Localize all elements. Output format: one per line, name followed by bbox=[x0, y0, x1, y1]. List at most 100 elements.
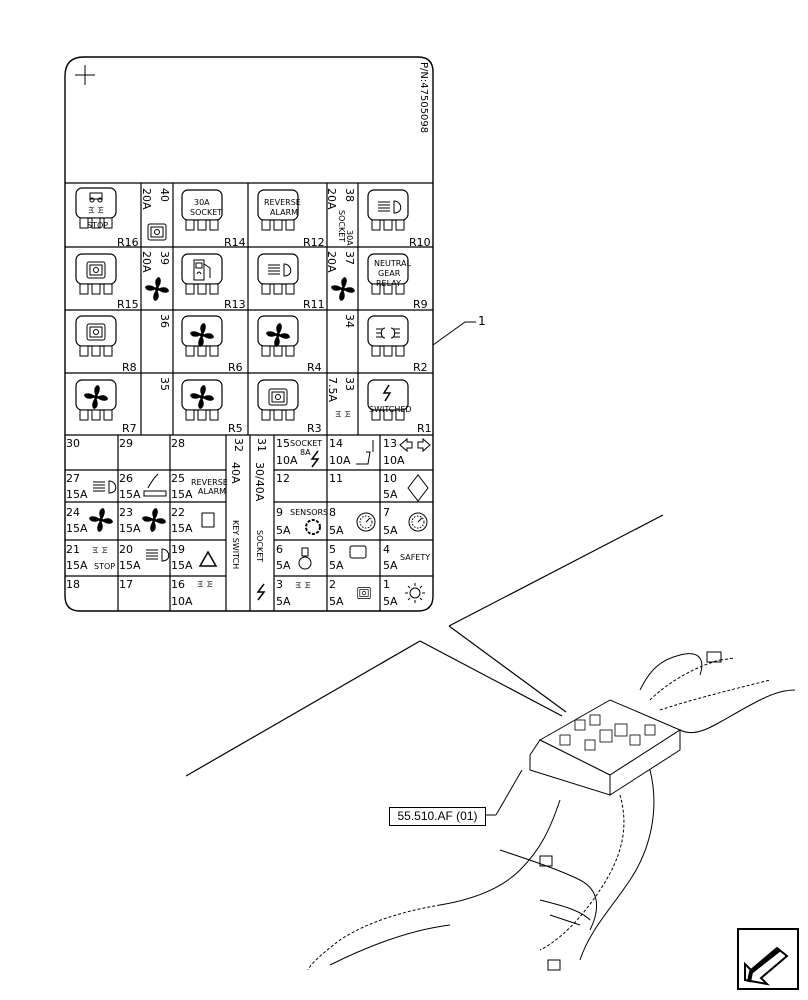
fuse-24: 24 15A bbox=[66, 506, 113, 535]
fuse-38: 38 20A 30A SOCKET bbox=[325, 188, 356, 246]
fuse-35: 35 bbox=[158, 377, 171, 391]
relay-r3: R3 bbox=[257, 379, 322, 435]
reference-link[interactable]: 55.510.AF (01) bbox=[389, 807, 486, 826]
svg-text:ALARM: ALARM bbox=[270, 208, 298, 217]
fuse-14: 14 10A bbox=[329, 437, 374, 467]
svg-text:37: 37 bbox=[343, 251, 356, 265]
svg-text:15A: 15A bbox=[119, 522, 141, 535]
fuse-33: 33 7.5A bbox=[326, 377, 356, 418]
svg-text:R2: R2 bbox=[413, 361, 428, 374]
fuse-1: 1 5A bbox=[383, 578, 425, 608]
svg-text:15A: 15A bbox=[119, 488, 141, 501]
fuse-6: 6 5A bbox=[276, 543, 312, 572]
svg-text:21: 21 bbox=[66, 543, 80, 556]
relay-r2: R2 bbox=[367, 315, 428, 374]
fuse-22: 22 15A bbox=[171, 506, 215, 535]
svg-text:SAFETY: SAFETY bbox=[400, 553, 430, 562]
callout-leader bbox=[432, 321, 476, 346]
fuse-9: 9 SENSORS 5A bbox=[276, 506, 328, 537]
svg-text:SOCKET: SOCKET bbox=[337, 210, 346, 242]
fuse-16: 16 10A bbox=[171, 578, 213, 608]
svg-text:5A: 5A bbox=[276, 559, 291, 572]
svg-text:R1: R1 bbox=[417, 422, 432, 435]
svg-text:8: 8 bbox=[329, 506, 336, 519]
svg-text:R3: R3 bbox=[307, 422, 322, 435]
fuse-23: 23 15A bbox=[119, 506, 166, 535]
svg-text:SOCKET: SOCKET bbox=[190, 208, 222, 217]
svg-text:R4: R4 bbox=[307, 361, 322, 374]
next-page-arrow-icon[interactable] bbox=[737, 928, 799, 990]
svg-text:9: 9 bbox=[276, 506, 283, 519]
svg-text:R6: R6 bbox=[228, 361, 243, 374]
fuse-32: 32 40A KEY SWITCH bbox=[229, 438, 245, 569]
svg-text:40: 40 bbox=[158, 188, 171, 202]
fuse-11: 11 bbox=[329, 472, 343, 485]
label-grid bbox=[65, 182, 433, 611]
svg-text:20A: 20A bbox=[140, 251, 153, 273]
svg-text:27: 27 bbox=[66, 472, 80, 485]
relay-r4: R4 bbox=[257, 315, 322, 374]
svg-text:3: 3 bbox=[276, 578, 283, 591]
svg-text:5A: 5A bbox=[383, 524, 398, 537]
svg-text:R9: R9 bbox=[413, 298, 428, 311]
svg-text:5A: 5A bbox=[383, 559, 398, 572]
fuse-13: 13 10A bbox=[383, 437, 431, 467]
callout-number: 1 bbox=[478, 314, 486, 328]
wiring-harness-drawing bbox=[307, 651, 796, 971]
svg-text:5A: 5A bbox=[329, 595, 344, 608]
svg-text:32: 32 bbox=[232, 438, 245, 452]
svg-text:33: 33 bbox=[343, 377, 356, 391]
relay-r7: R7 bbox=[75, 379, 137, 435]
relay-r9: NEUTRAL GEAR RELAY R9 bbox=[367, 253, 428, 311]
svg-text:5: 5 bbox=[329, 543, 336, 556]
svg-text:RELAY: RELAY bbox=[376, 279, 401, 288]
svg-text:34: 34 bbox=[343, 314, 356, 328]
svg-text:2: 2 bbox=[329, 578, 336, 591]
fuse-3: 3 5A bbox=[276, 578, 311, 608]
svg-text:SENSORS: SENSORS bbox=[290, 508, 328, 517]
lightning-icon bbox=[382, 384, 392, 402]
svg-text:30/40A: 30/40A bbox=[253, 462, 266, 502]
svg-text:31: 31 bbox=[255, 438, 268, 452]
svg-text:R15: R15 bbox=[117, 298, 139, 311]
svg-text:15A: 15A bbox=[171, 522, 193, 535]
fuse-39: 39 20A bbox=[140, 251, 171, 301]
fuse-12: 12 bbox=[276, 472, 290, 485]
fuse-29: 29 bbox=[119, 437, 133, 450]
svg-text:5A: 5A bbox=[329, 559, 344, 572]
svg-text:5A: 5A bbox=[383, 488, 398, 501]
svg-text:15A: 15A bbox=[119, 559, 141, 572]
svg-text:SOCKET: SOCKET bbox=[290, 439, 322, 448]
svg-text:R16: R16 bbox=[117, 236, 139, 249]
svg-text:40A: 40A bbox=[229, 462, 242, 484]
svg-text:39: 39 bbox=[158, 251, 171, 265]
svg-text:5A: 5A bbox=[276, 595, 291, 608]
svg-text:5A: 5A bbox=[383, 595, 398, 608]
fuse-20: 20 15A bbox=[119, 543, 170, 572]
relay-r12: REVERSE ALARM R12 bbox=[257, 189, 325, 249]
svg-text:20A: 20A bbox=[325, 251, 338, 273]
fuse-25: 25 15A REVERSE ALARM bbox=[171, 472, 228, 501]
svg-text:10A: 10A bbox=[276, 454, 298, 467]
fuse-21: 21 15A STOP bbox=[66, 543, 115, 572]
fuse-30: 30 bbox=[66, 437, 80, 450]
relay-r11: R11 bbox=[257, 253, 325, 311]
fuse-40: 40 20A bbox=[140, 188, 171, 241]
relay-r15: R15 bbox=[75, 253, 139, 311]
svg-text:6: 6 bbox=[276, 543, 283, 556]
fuse-18: 18 bbox=[66, 578, 80, 591]
relay-r14: 30A SOCKET R14 bbox=[181, 189, 246, 249]
fuse-2: 2 5A bbox=[329, 578, 371, 608]
svg-text:STOP: STOP bbox=[87, 221, 108, 230]
svg-text:20: 20 bbox=[119, 543, 133, 556]
fuse-8: 8 5A bbox=[329, 506, 376, 537]
relay-r5: R5 bbox=[181, 379, 243, 435]
svg-text:35: 35 bbox=[158, 377, 171, 391]
relay-r6: R6 bbox=[181, 315, 243, 374]
svg-text:R7: R7 bbox=[122, 422, 137, 435]
svg-text:20A: 20A bbox=[325, 188, 338, 210]
svg-text:10A: 10A bbox=[171, 595, 193, 608]
relay-r10: R10 bbox=[367, 189, 431, 249]
svg-text:R12: R12 bbox=[303, 236, 325, 249]
